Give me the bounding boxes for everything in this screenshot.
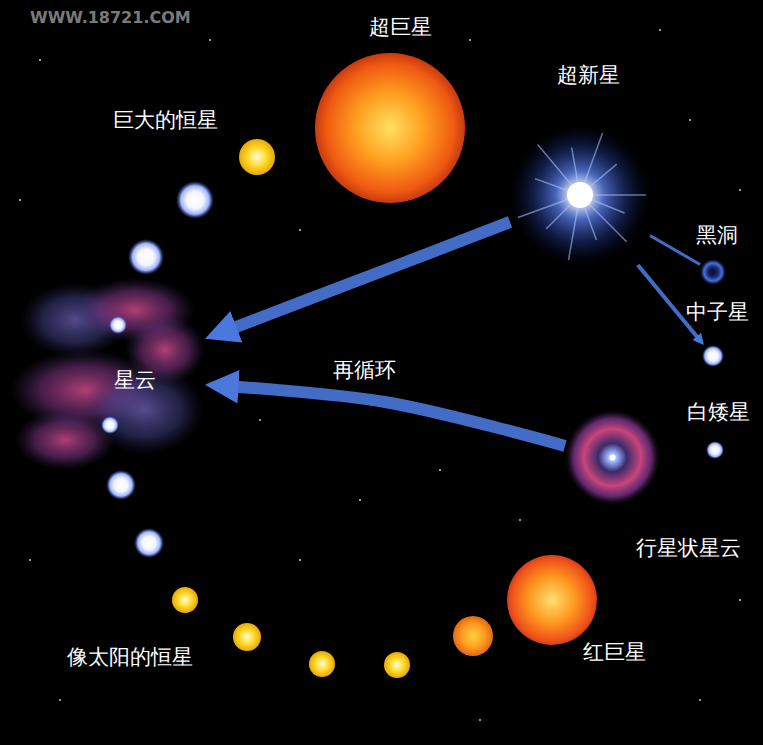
star-shape [233, 623, 261, 651]
supernova-core [567, 182, 593, 208]
star-body [315, 53, 465, 203]
star-shape [315, 53, 465, 203]
evolution-arrow [216, 222, 510, 335]
sunlike-star [172, 587, 198, 613]
bg-star [209, 39, 211, 41]
massive-star [176, 181, 214, 219]
stage-label: 超巨星 [369, 15, 432, 40]
bg-star [19, 199, 21, 201]
star-body [233, 623, 261, 651]
star-stage: 行星状星云 [565, 410, 660, 505]
bg-star [739, 189, 741, 191]
stage-label: 中子星 [686, 300, 749, 325]
star-body [702, 345, 724, 367]
star-stage: 巨大的恒星 [239, 139, 275, 175]
planetary-nebula-ring [565, 410, 660, 505]
nebula-star [101, 416, 119, 434]
supernova-glow [510, 125, 650, 265]
evolution-arrow [650, 236, 700, 265]
watermark: WWW.18721.COM [30, 8, 191, 28]
stage-label: 红巨星 [583, 640, 646, 665]
star-shape [700, 259, 726, 285]
bg-star [29, 559, 31, 561]
nebula-cloud [15, 410, 115, 470]
black-hole-body [700, 259, 726, 285]
star-stage: 白矮星 [706, 441, 724, 459]
stage-label: 黑洞 [696, 223, 738, 248]
massive-star [128, 239, 164, 275]
star-stage: 星云 [15, 280, 205, 470]
star-shape [706, 441, 724, 459]
background-stars [19, 29, 741, 721]
bg-star [739, 599, 741, 601]
star-body [706, 441, 724, 459]
stage-label: 白矮星 [687, 400, 750, 425]
sunlike-star [309, 651, 335, 677]
young-star [106, 470, 136, 500]
evolution-arrow [217, 386, 565, 446]
aging-star [453, 616, 493, 656]
star-shape [510, 125, 650, 265]
bg-star [479, 719, 481, 721]
bg-star [359, 499, 361, 501]
bg-star [689, 119, 691, 121]
bg-star [259, 419, 261, 421]
bg-star [699, 699, 701, 701]
bg-star [59, 699, 61, 701]
star-stage: 中子星 [702, 345, 724, 367]
star-stage: 超新星 [510, 125, 650, 265]
star-stage: 像太阳的恒星 [233, 623, 261, 651]
central-star [610, 455, 616, 461]
bg-star [39, 59, 41, 61]
stage-label: 巨大的恒星 [113, 108, 218, 133]
bg-star [519, 519, 521, 521]
star-shape [15, 280, 205, 470]
young-star [134, 528, 164, 558]
sunlike-star [384, 652, 410, 678]
star-shape [507, 555, 597, 645]
stage-label: 行星状星云 [636, 536, 741, 561]
bg-star [299, 559, 301, 561]
bg-star [299, 229, 301, 231]
bg-star [439, 469, 441, 471]
bg-star [469, 39, 471, 41]
star-body [507, 555, 597, 645]
bg-star [659, 29, 661, 31]
star-body [239, 139, 275, 175]
star-stage: 黑洞 [700, 259, 726, 285]
star-shape [565, 410, 660, 505]
nebula-star [109, 316, 127, 334]
star-stage: 超巨星 [315, 53, 465, 203]
star-shape [239, 139, 275, 175]
stage-label: 像太阳的恒星 [67, 645, 193, 670]
edge-label: 再循环 [330, 358, 399, 383]
star-stage: 红巨星 [507, 555, 597, 645]
stage-label: 超新星 [557, 63, 620, 88]
stage-label: 星云 [114, 368, 156, 393]
star-shape [702, 345, 724, 367]
